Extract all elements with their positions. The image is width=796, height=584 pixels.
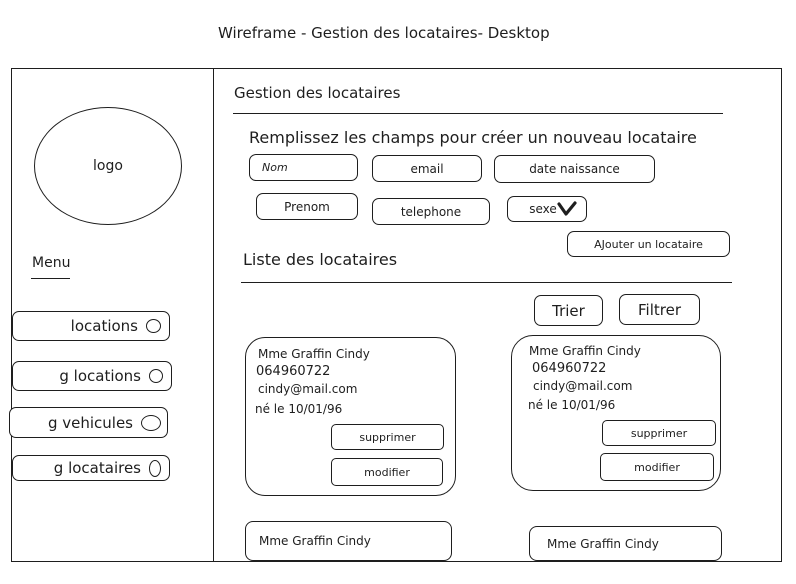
edit-button[interactable]: modifier [600, 453, 714, 481]
delete-button[interactable]: supprimer [331, 424, 444, 450]
email-placeholder: email [410, 161, 444, 176]
filter-button[interactable]: Filtrer [619, 294, 700, 325]
sidebar-item-g-locations[interactable]: g locations [12, 361, 172, 391]
card-name: Mme Graffin Cindy [529, 344, 641, 358]
delete-button[interactable]: supprimer [602, 420, 716, 446]
card-email: cindy@mail.com [533, 379, 633, 393]
chevron-down-icon [557, 201, 577, 216]
card-birth: né le 10/01/96 [528, 398, 616, 412]
sidebar-divider [213, 69, 214, 561]
circle-icon [149, 369, 163, 383]
sidebar-item-g-vehicules[interactable]: g vehicules [9, 407, 168, 438]
edit-button[interactable]: modifier [331, 458, 443, 486]
sidebar-item-label: g locataires [53, 459, 141, 477]
header-underline [233, 113, 723, 114]
header-title: Gestion des locataires [234, 84, 401, 102]
sexe-label: sexe [529, 202, 557, 216]
circle-icon [146, 319, 161, 333]
sidebar-item-label: g locations [59, 367, 141, 385]
card-name: Mme Graffin Cindy [258, 347, 370, 361]
form-heading: Remplissez les champs pour créer un nouv… [249, 128, 697, 147]
edit-label: modifier [634, 460, 680, 474]
card-name: Mme Graffin Cindy [547, 536, 659, 551]
card-email: cindy@mail.com [258, 382, 358, 396]
logo: logo [34, 107, 182, 225]
date-naissance-field[interactable]: date naissance [494, 155, 655, 183]
add-locataire-button[interactable]: AJouter un locataire [567, 231, 730, 257]
list-item: Mme Graffin Cindy [529, 526, 722, 561]
list-underline [241, 282, 732, 283]
circle-icon [141, 414, 161, 431]
card-phone: 064960722 [532, 361, 607, 376]
list-item: Mme Graffin Cindy [245, 521, 452, 561]
card-birth: né le 10/01/96 [255, 402, 343, 416]
page-title: Wireframe - Gestion des locataires- Desk… [218, 24, 550, 42]
sexe-select[interactable]: sexe [507, 196, 587, 222]
email-field[interactable]: email [372, 155, 482, 182]
card-phone: 064960722 [256, 364, 331, 379]
sidebar-item-label: locations [70, 317, 138, 335]
sidebar-item-g-locataires[interactable]: g locataires [12, 455, 170, 481]
circle-icon [149, 459, 161, 477]
edit-label: modifier [364, 465, 410, 479]
delete-label: supprimer [630, 426, 688, 440]
app-frame [11, 68, 782, 562]
telephone-field[interactable]: telephone [372, 198, 490, 225]
delete-label: supprimer [359, 430, 416, 444]
sidebar-item-locations[interactable]: locations [12, 311, 170, 341]
card-name: Mme Graffin Cindy [259, 534, 371, 548]
prenom-placeholder: Prenom [284, 199, 330, 214]
nom-field[interactable]: Nom [249, 154, 358, 181]
logo-label: logo [93, 158, 123, 174]
menu-underline [31, 278, 70, 279]
sort-label: Trier [552, 301, 585, 320]
prenom-field[interactable]: Prenom [256, 193, 358, 220]
filter-label: Filtrer [638, 300, 681, 319]
list-item: Mme Graffin Cindy 064960722 cindy@mail.c… [245, 337, 456, 496]
sidebar-item-label: g vehicules [47, 413, 133, 432]
date-naissance-placeholder: date naissance [529, 162, 620, 176]
sort-button[interactable]: Trier [534, 295, 603, 326]
nom-placeholder: Nom [262, 161, 288, 174]
list-heading: Liste des locataires [243, 250, 398, 269]
add-locataire-label: AJouter un locataire [594, 237, 703, 251]
menu-label: Menu [32, 255, 71, 271]
list-item: Mme Graffin Cindy 064960722 cindy@mail.c… [511, 335, 721, 491]
telephone-placeholder: telephone [400, 204, 462, 219]
